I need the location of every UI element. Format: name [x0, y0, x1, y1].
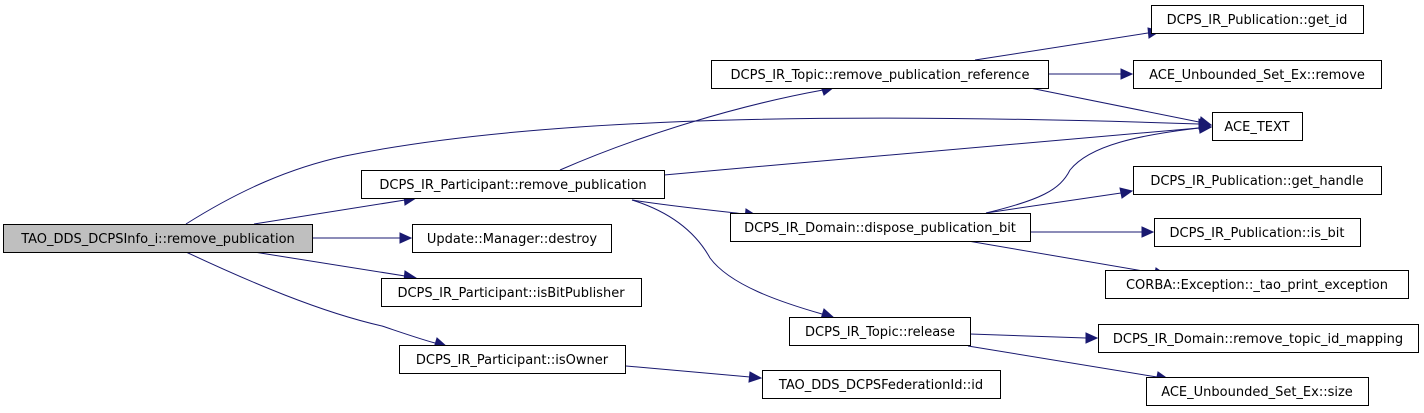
node-label: ACE_Unbounded_Set_Ex::size — [1161, 385, 1353, 400]
edge-is-owner-to-federation-id — [625, 365, 751, 378]
edge-topic-release-to-remove-mapping — [969, 333, 1087, 339]
node-label: ACE_Unbounded_Set_Ex::remove — [1149, 68, 1365, 83]
node-label: DCPS_IR_Domain::remove_topic_id_mapping — [1113, 332, 1403, 347]
nodes: TAO_DDS_DCPSInfo_i::remove_publication D… — [3, 5, 1419, 406]
node-domain-dispose-publication-bit[interactable]: DCPS_IR_Domain::dispose_publication_bit — [730, 213, 1031, 242]
edge-participant-remove-to-topic-remove-ref — [559, 89, 824, 171]
edge-is-owner-to-federation-id-arrowhead — [748, 371, 763, 383]
edge-dispose-bit-to-ace-text-arrowhead — [1198, 122, 1213, 134]
node-publication-get-id[interactable]: DCPS_IR_Publication::get_id — [1151, 5, 1364, 34]
node-publication-get-handle[interactable]: DCPS_IR_Publication::get_handle — [1133, 166, 1382, 195]
node-root-remove-publication[interactable]: TAO_DDS_DCPSInfo_i::remove_publication — [3, 224, 313, 253]
node-label: CORBA::Exception::_tao_print_exception — [1126, 278, 1388, 293]
edge-topic-remove-ref-to-get-id — [974, 32, 1149, 61]
edge-participant-remove-to-ace-text — [663, 127, 1200, 176]
node-topic-release[interactable]: DCPS_IR_Topic::release — [789, 317, 971, 346]
edge-topic-remove-ref-to-ace-text — [1029, 87, 1200, 123]
node-domain-remove-topic-id-mapping[interactable]: DCPS_IR_Domain::remove_topic_id_mapping — [1098, 324, 1419, 353]
edge-root-to-participant-remove — [253, 199, 406, 225]
node-label: DCPS_IR_Publication::get_id — [1167, 13, 1348, 28]
node-participant-remove-publication[interactable]: DCPS_IR_Participant::remove_publication — [361, 170, 665, 199]
node-label: TAO_DDS_DCPSInfo_i::remove_publication — [20, 232, 295, 247]
node-unbounded-set-remove[interactable]: ACE_Unbounded_Set_Ex::remove — [1133, 60, 1382, 89]
edge-root-to-ace-text — [185, 117, 1200, 225]
node-label: DCPS_IR_Participant::isBitPublisher — [397, 286, 625, 301]
node-update-manager-destroy[interactable]: Update::Manager::destroy — [412, 224, 612, 253]
edge-topic-release-to-remove-mapping-arrowhead — [1085, 332, 1099, 344]
node-participant-is-bit-publisher[interactable]: DCPS_IR_Participant::isBitPublisher — [381, 278, 642, 307]
node-label: DCPS_IR_Domain::dispose_publication_bit — [744, 221, 1016, 236]
node-ace-text[interactable]: ACE_TEXT — [1212, 112, 1303, 141]
node-corba-tao-print-exception[interactable]: CORBA::Exception::_tao_print_exception — [1105, 270, 1409, 299]
node-label: DCPS_IR_Topic::remove_publication_refere… — [731, 68, 1030, 83]
node-federation-id[interactable]: TAO_DDS_DCPSFederationId::id — [762, 370, 1001, 399]
node-unbounded-set-size[interactable]: ACE_Unbounded_Set_Ex::size — [1146, 377, 1369, 406]
node-label: DCPS_IR_Participant::remove_publication — [379, 178, 646, 193]
node-label: DCPS_IR_Topic::release — [805, 325, 955, 340]
node-label: TAO_DDS_DCPSFederationId::id — [778, 378, 983, 393]
edge-dispose-bit-to-get-handle — [985, 192, 1122, 214]
edges — [185, 27, 1213, 383]
node-label: ACE_TEXT — [1224, 120, 1289, 135]
node-publication-is-bit[interactable]: DCPS_IR_Publication::is_bit — [1154, 218, 1361, 247]
node-label: Update::Manager::destroy — [427, 232, 597, 247]
edge-participant-remove-to-topic-release — [631, 199, 823, 315]
edge-topic-release-to-set-size — [967, 345, 1158, 378]
edge-dispose-bit-to-ace-text — [985, 127, 1200, 214]
node-topic-remove-publication-reference[interactable]: DCPS_IR_Topic::remove_publication_refere… — [711, 60, 1049, 89]
edge-topic-remove-ref-to-set-remove-arrowhead — [1120, 68, 1134, 80]
edge-dispose-bit-to-get-handle-arrowhead — [1119, 187, 1134, 199]
node-participant-is-owner[interactable]: DCPS_IR_Participant::isOwner — [399, 345, 626, 374]
node-label: DCPS_IR_Publication::is_bit — [1170, 226, 1345, 241]
edge-dispose-bit-to-corba-exception — [967, 240, 1156, 274]
node-label: DCPS_IR_Publication::get_handle — [1150, 174, 1363, 189]
node-label: DCPS_IR_Participant::isOwner — [416, 353, 609, 368]
edge-dispose-bit-to-is-bit-arrowhead — [1141, 226, 1155, 238]
edge-root-to-is-bit-publisher — [253, 251, 406, 277]
edge-root-to-is-owner — [185, 251, 436, 344]
edge-participant-remove-to-dispose-bit — [631, 199, 746, 215]
edge-root-to-update-destroy-arrowhead — [399, 232, 413, 244]
